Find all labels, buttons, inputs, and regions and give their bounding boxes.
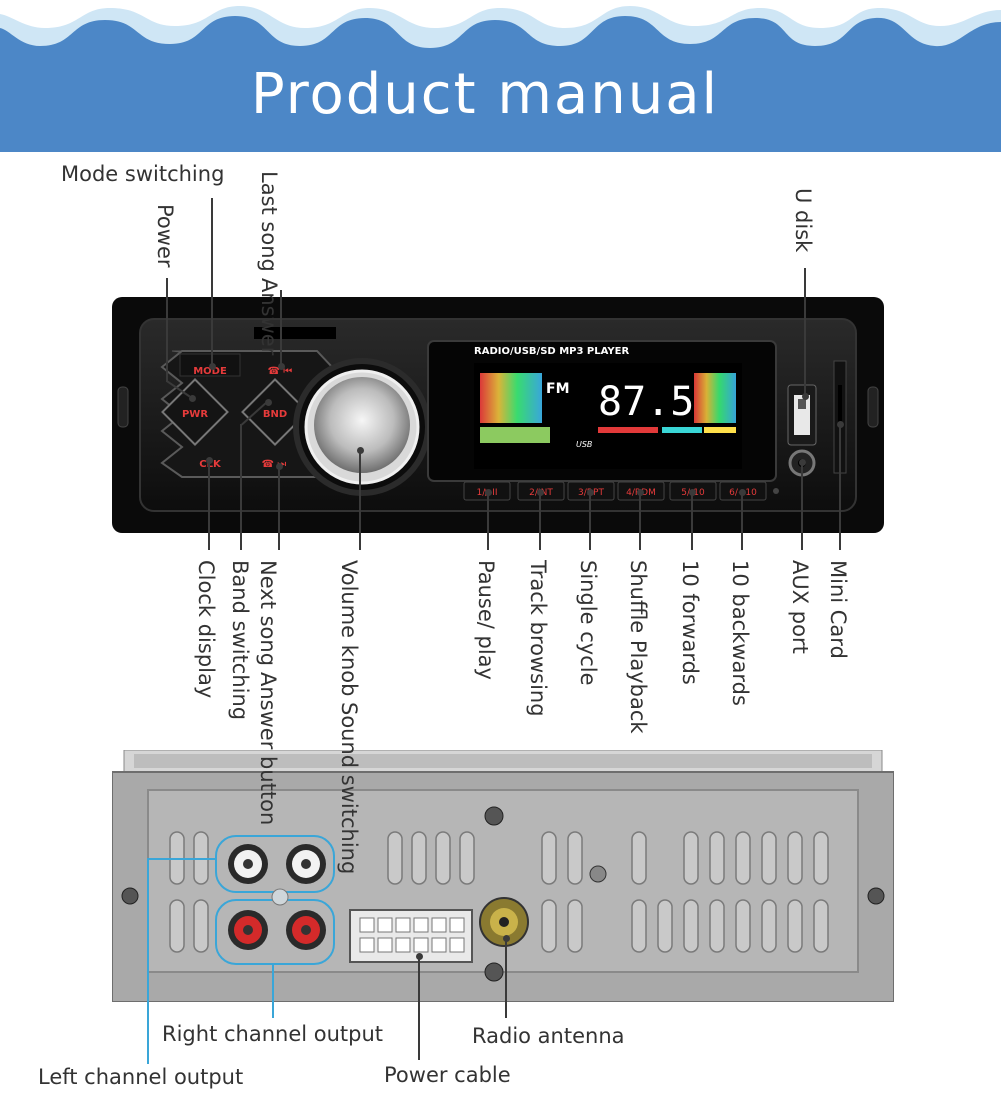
label-next-song: Next song [256,560,280,667]
label-answer-last-song: Answer Last song [257,171,281,356]
label-single-cycle: Single cycle [576,560,600,686]
mode-button-label: MODE [193,366,227,377]
bnd-button-label: BND [263,409,287,420]
display-header: RADIO/USB/SD MP3 PLAYER [474,346,629,357]
label-10-forwards: 10 forwards [678,560,702,685]
header-banner: Product manual [0,0,1001,152]
frequency-readout: 87.5 [598,379,694,425]
label-aux-port: AUX port [788,560,812,654]
phone-next-icon: ☎ ⏭ [262,459,287,470]
page-title: Product manual [250,62,720,127]
label-track-browsing: Track browsing [526,560,550,717]
label-left-channel-output: Left channel output [38,1065,244,1089]
band-indicator: FM [546,381,570,397]
label-right-channel-output: Right channel output [162,1022,384,1046]
label-answer: Answer [257,277,281,356]
label-knob: Sound switching Volume knob [337,560,361,875]
label-answer-button: Answer button [256,672,280,826]
label-radio-antenna: Radio antenna [472,1024,625,1048]
label-volume-knob: Volume knob [337,560,361,697]
label-sound-switching: Sound switching [337,702,361,875]
drip-wave-decoration [0,0,1001,48]
label-power-cable: Power cable [384,1063,511,1087]
clk-button-label: CLK [199,459,222,470]
pwr-button-label: PWR [182,409,208,420]
label-mode-switching: Mode switching [61,162,225,186]
label-last-song: Last song [257,171,281,272]
label-shuffle-playback: Shuffle Playback [626,560,650,734]
label-10-backwards: 10 backwards [728,560,752,706]
vent-slots [169,831,829,953]
label-mini-card: Mini Card [826,560,850,659]
label-power: Power [153,204,177,268]
phone-prev-icon: ☎ ⏮ [268,366,293,377]
label-answer-next: Answer button Next song [256,560,280,826]
radio-front-panel: MODE ☎ ⏮ PWR BND CLK ☎ ⏭ ∫5 RADIO/USB/SD… [112,297,884,533]
label-pause-play: Pause/ play [474,560,498,680]
label-band-switching: Band switching [228,560,252,721]
radio-rear-panel [112,750,894,1002]
label-u-disk: U disk [791,188,815,253]
usb-indicator: USB [576,440,592,449]
label-clock-display: Clock display [194,560,218,699]
